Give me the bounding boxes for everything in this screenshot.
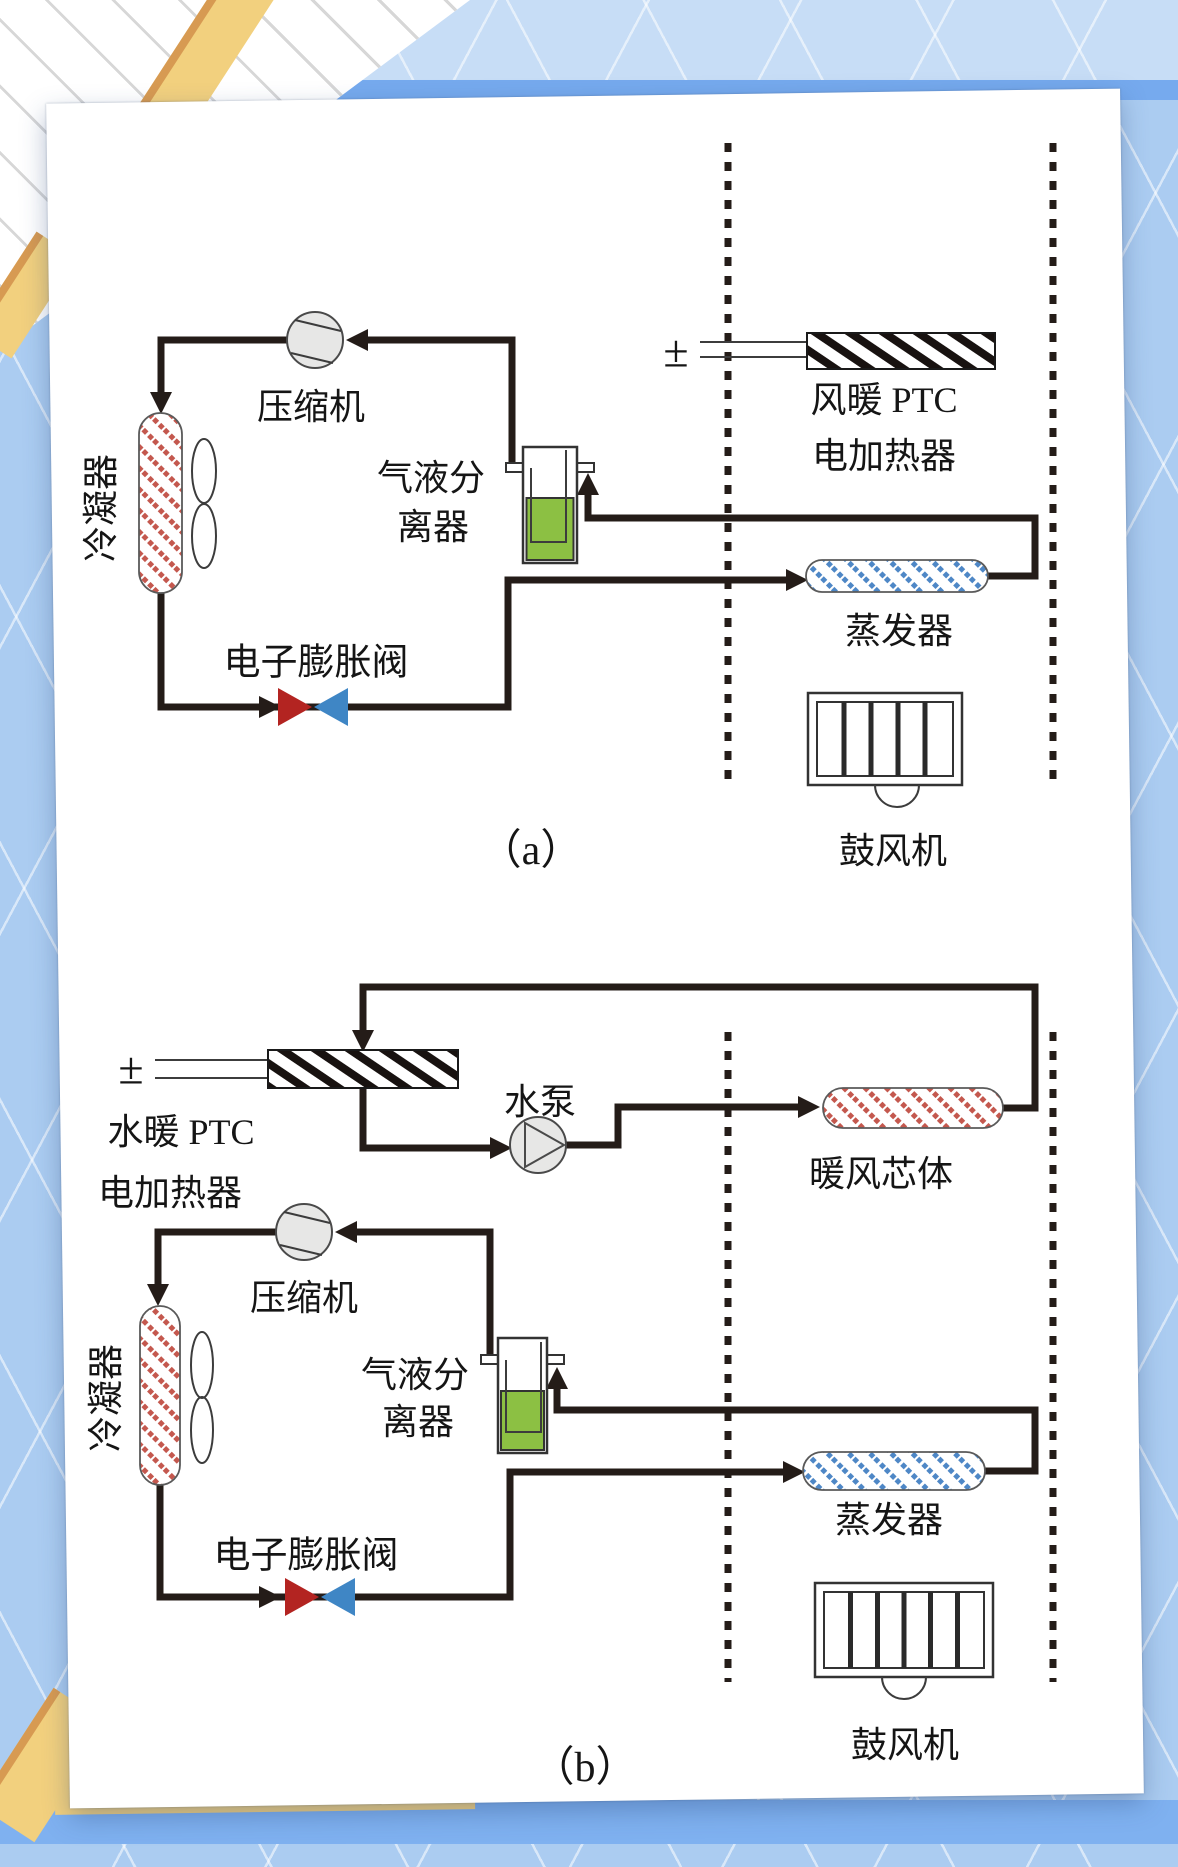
separator-tube — [530, 450, 567, 543]
separator-label-line1: 气液分 — [377, 458, 485, 498]
arrowhead-icon — [490, 1137, 512, 1159]
water-pump-label: 水泵 — [504, 1082, 576, 1122]
power-symbol: ± — [118, 1043, 143, 1094]
arrowhead-icon — [259, 696, 281, 718]
refrigerant-pipes — [150, 329, 1039, 718]
blower-label: 鼓风机 — [851, 1725, 959, 1765]
arrowhead-icon — [335, 1221, 357, 1243]
arrowhead-icon — [798, 1096, 820, 1118]
diagram-a: ± 压缩机 冷凝器 电子膨胀阀 气液分 离器 风暖 PTC 电加热器 蒸发器 鼓… — [81, 143, 1057, 874]
pipe-condenser-to-evaporator — [157, 576, 788, 711]
compressor-icon — [286, 311, 344, 369]
blower-label: 鼓风机 — [839, 831, 947, 871]
air-ptc-heater-icon — [700, 332, 996, 370]
evaporator-label: 蒸发器 — [835, 1500, 943, 1540]
arrowhead-icon — [783, 1461, 805, 1483]
arrowhead-icon — [577, 473, 599, 495]
diagram-b: ± — [86, 983, 1057, 1791]
fan-icon — [190, 1331, 214, 1464]
pipe-evaporator-to-separator — [584, 492, 1039, 580]
arrowhead-icon — [786, 569, 808, 591]
evaporator-icon — [802, 1451, 986, 1491]
separator-label-line2: 离器 — [397, 507, 469, 547]
compressor-icon — [275, 1203, 333, 1261]
power-symbol: ± — [663, 326, 688, 377]
coolant-pipes — [352, 983, 1039, 1159]
expansion-valve-icon — [285, 1578, 355, 1616]
pipe-ptc-to-pump — [359, 1088, 492, 1152]
separator-tube — [505, 1342, 542, 1433]
separator-icon — [505, 445, 595, 565]
expansion-valve-icon — [278, 688, 348, 726]
water-ptc-label-line2: 电加热器 — [98, 1173, 242, 1213]
heater-core-icon — [822, 1087, 1004, 1129]
pipe-separator-to-compressor — [357, 1228, 494, 1358]
blower-motor-arc — [874, 784, 920, 808]
arrowhead-icon — [259, 1586, 281, 1608]
evaporator-label: 蒸发器 — [845, 611, 953, 651]
condenser-icon — [138, 412, 183, 594]
pipe-separator-to-compressor — [368, 336, 516, 466]
expansion-valve-label: 电子膨胀阀 — [224, 643, 409, 684]
air-ptc-label-line2: 电加热器 — [812, 436, 956, 476]
compressor-label: 压缩机 — [250, 1278, 358, 1318]
refrigerant-pipes — [147, 1221, 1039, 1608]
pipe-condenser-to-evaporator — [156, 1468, 785, 1601]
separator-label-line2: 离器 — [382, 1402, 454, 1442]
condenser-label: 冷凝器 — [86, 1344, 126, 1452]
condenser-label: 冷凝器 — [81, 454, 121, 562]
pipe-compressor-to-condenser — [157, 336, 288, 393]
caption-a: （a） — [480, 828, 583, 874]
condenser-icon — [139, 1305, 181, 1486]
separator-icon — [480, 1336, 565, 1455]
air-ptc-label-line1: 风暖 PTC — [810, 380, 957, 420]
arrowhead-icon — [346, 329, 368, 351]
water-ptc-label-line1: 水暖 PTC — [107, 1112, 254, 1152]
blower-icon — [806, 691, 964, 808]
arrowhead-icon — [147, 1284, 169, 1306]
compressor-label: 压缩机 — [257, 387, 365, 427]
arrowhead-icon — [150, 392, 172, 414]
blower-motor-arc — [881, 1676, 927, 1700]
pipe-pump-to-heater-core — [566, 1103, 800, 1149]
blower-icon — [813, 1581, 995, 1700]
separator-label-line1: 气液分 — [361, 1355, 469, 1395]
evaporator-icon — [805, 559, 989, 593]
water-pump-icon — [509, 1116, 567, 1174]
fan-icon — [191, 438, 217, 569]
arrowhead-icon — [352, 1030, 374, 1052]
caption-b: （b） — [532, 1745, 637, 1791]
pipe-evaporator-to-separator — [553, 1386, 1039, 1475]
expansion-valve-label: 电子膨胀阀 — [214, 1536, 399, 1577]
separator-liquid — [500, 1390, 545, 1451]
arrowhead-icon — [546, 1367, 568, 1389]
water-ptc-heater-icon — [155, 1049, 459, 1089]
pipe-compressor-to-condenser — [154, 1228, 277, 1285]
heater-core-label: 暖风芯体 — [809, 1154, 953, 1194]
pipe-heater-core-return — [359, 983, 1039, 1112]
